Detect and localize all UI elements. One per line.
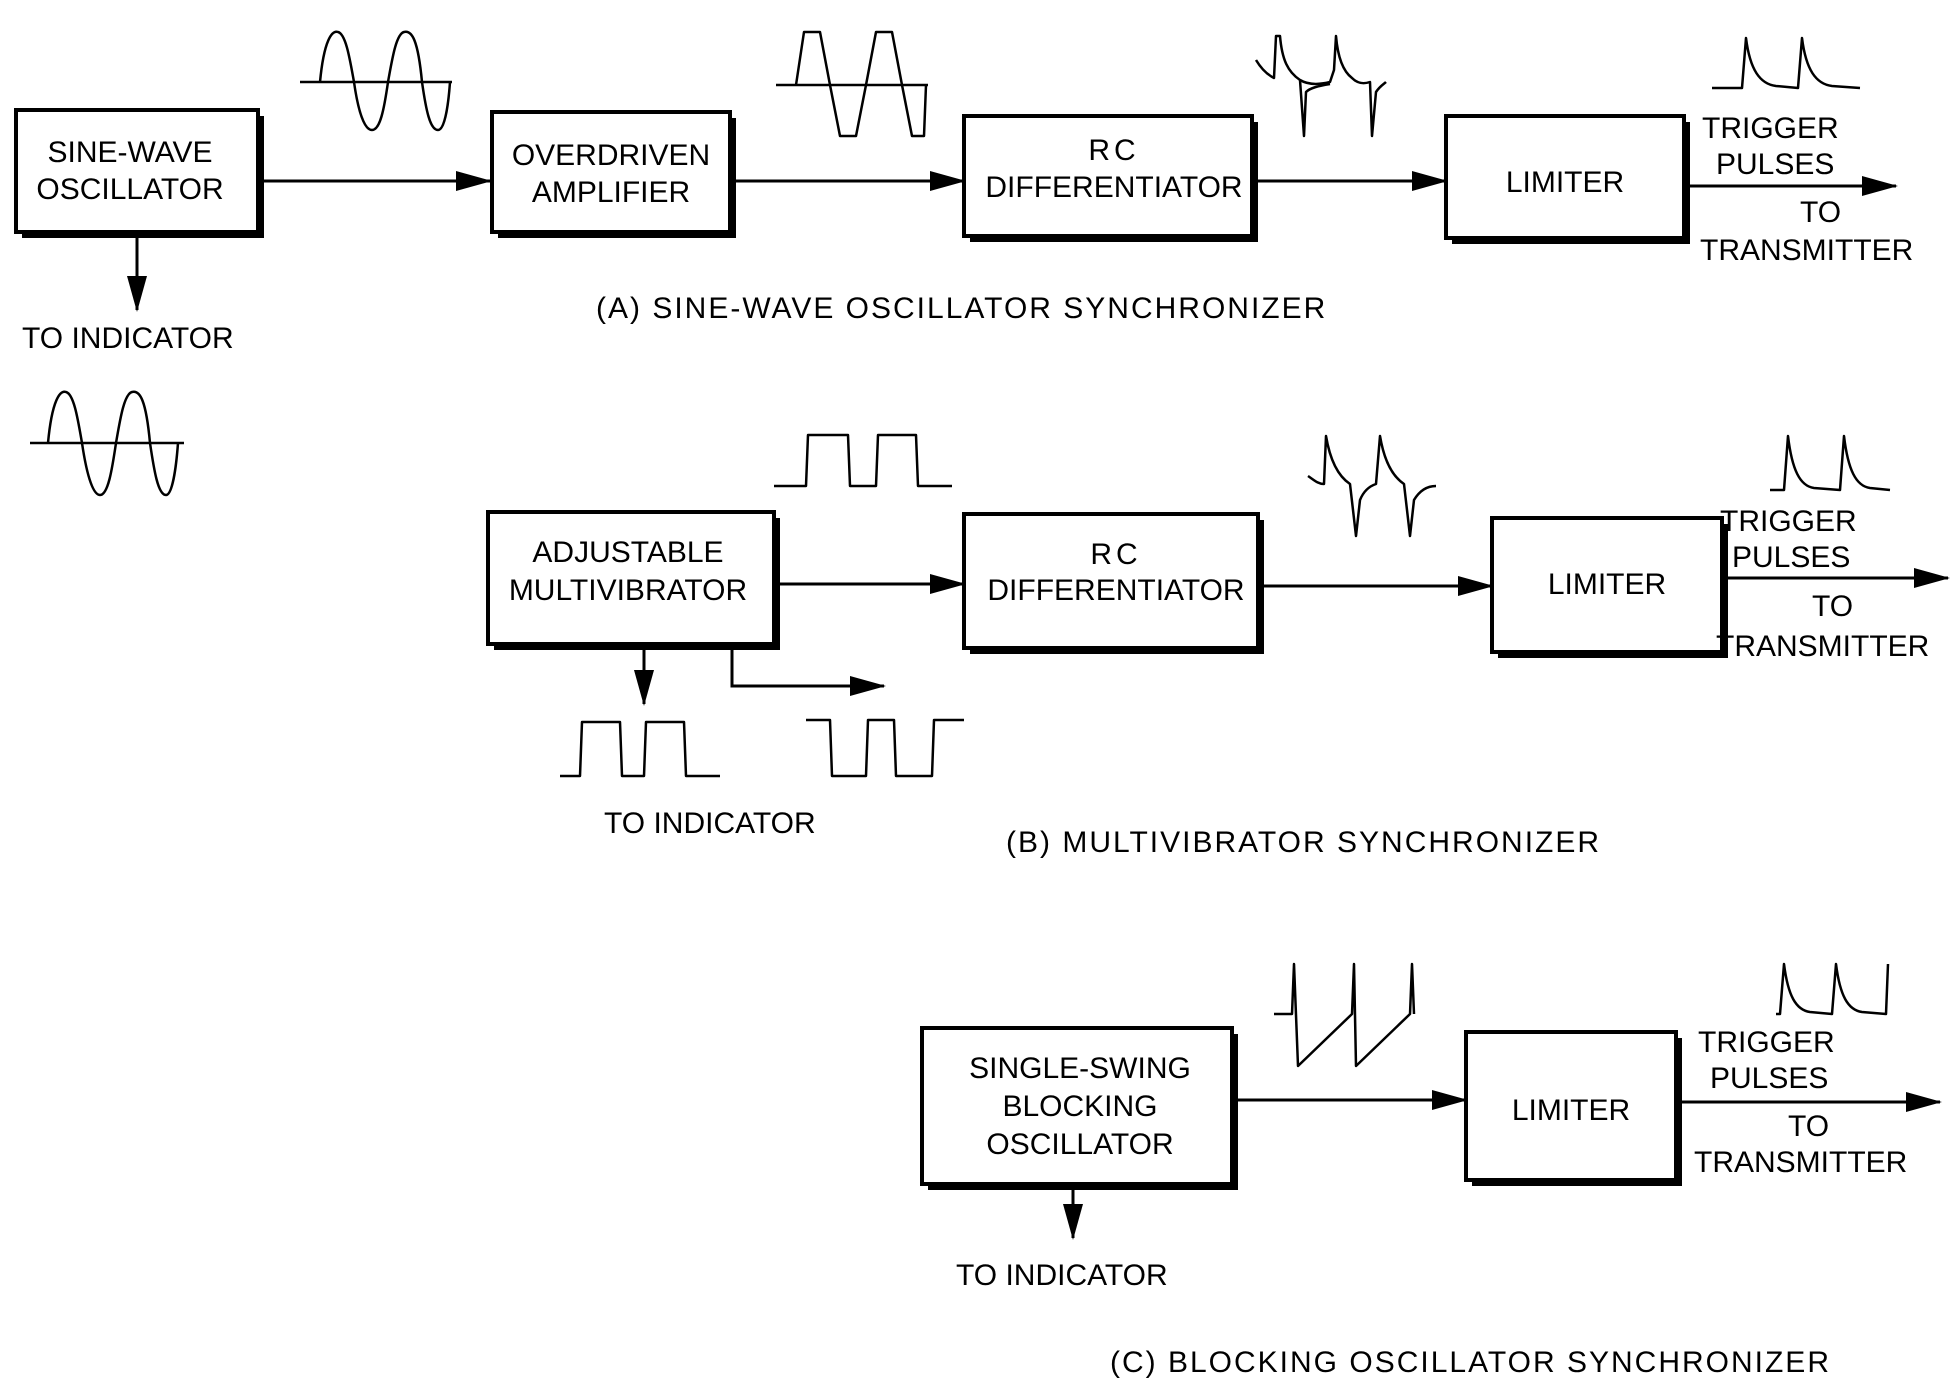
to-label-c: TO — [1788, 1110, 1829, 1143]
adjustable-label: ADJUSTABLE — [532, 536, 723, 569]
limiter-label-a: LIMITER — [1506, 166, 1624, 199]
to-indicator-label-b: TO INDICATOR — [604, 807, 816, 840]
transmitter-label-a: TRANSMITTER — [1700, 234, 1913, 267]
single-swing-label: SINGLE-SWING — [969, 1052, 1191, 1085]
sine-wave-oscillator-block: SINE-WAVE OSCILLATOR — [14, 108, 264, 238]
pulses-label-c: PULSES — [1710, 1062, 1828, 1095]
sawtooth-waveform — [1274, 962, 1416, 1068]
limiter-label-c: LIMITER — [1512, 1094, 1630, 1127]
sine-wave-waveform — [300, 30, 452, 132]
diagram-a: SINE-WAVE OSCILLATOR TO INDICATOR OVERDR… — [14, 30, 1913, 497]
to-indicator-label-c: TO INDICATOR — [956, 1259, 1168, 1292]
rc-label-a: RC — [1088, 134, 1139, 167]
square-wave-output-1 — [560, 720, 720, 778]
limiter-block-c: LIMITER — [1464, 1030, 1682, 1186]
arrow-mv-to-output — [730, 650, 886, 696]
limiter-label-b: LIMITER — [1548, 568, 1666, 601]
limiter-block-a: LIMITER — [1444, 114, 1690, 244]
to-label-b: TO — [1812, 590, 1853, 623]
differentiator-label-b: DIFFERENTIATOR — [987, 574, 1244, 607]
rc-label-b: RC — [1090, 538, 1141, 571]
caption-a: (A) SINE-WAVE OSCILLATOR SYNCHRONIZER — [596, 292, 1327, 325]
trigger-label-a: TRIGGER — [1702, 112, 1839, 145]
to-indicator-label-a: TO INDICATOR — [22, 322, 234, 355]
limiter-block-b: LIMITER — [1490, 516, 1728, 658]
multivibrator-label: MULTIVIBRATOR — [509, 574, 747, 607]
trigger-pulses-waveform-b — [1770, 434, 1891, 492]
clipped-wave-waveform — [776, 30, 928, 138]
blocking-oscillator-block: SINGLE-SWING BLOCKING OSCILLATOR — [920, 1026, 1238, 1190]
blocking-label: BLOCKING — [1002, 1090, 1157, 1123]
caption-c: (C) BLOCKING OSCILLATOR SYNCHRONIZER — [1110, 1346, 1831, 1379]
to-label-a: TO — [1800, 196, 1841, 229]
trigger-label-b: TRIGGER — [1720, 505, 1857, 538]
trigger-label-c: TRIGGER — [1698, 1026, 1835, 1059]
adjustable-multivibrator-block: ADJUSTABLE MULTIVIBRATOR — [486, 510, 780, 650]
sine-wave-indicator-waveform — [30, 390, 184, 497]
differentiated-spikes-waveform — [1254, 34, 1387, 138]
trigger-pulses-waveform-a — [1712, 36, 1861, 90]
overdriven-amplifier-label-2: AMPLIFIER — [532, 176, 690, 209]
transmitter-label-b: TRANSMITTER — [1716, 630, 1929, 663]
diagram-c: SINGLE-SWING BLOCKING OSCILLATOR TO INDI… — [920, 962, 1942, 1379]
overdriven-amplifier-block: OVERDRIVEN AMPLIFIER — [490, 110, 736, 238]
overdriven-amplifier-label-1: OVERDRIVEN — [512, 139, 710, 172]
sine-wave-oscillator-label-1: SINE-WAVE — [47, 136, 212, 169]
caption-b: (B) MULTIVIBRATOR SYNCHRONIZER — [1006, 826, 1601, 859]
trigger-pulses-waveform-c — [1776, 962, 1890, 1016]
transmitter-label-c: TRANSMITTER — [1694, 1146, 1907, 1179]
rc-differentiator-block-a: RC DIFFERENTIATOR — [962, 114, 1258, 242]
square-wave-output-2 — [806, 718, 964, 778]
pulses-label-a: PULSES — [1716, 148, 1834, 181]
rc-differentiator-block-b: RC DIFFERENTIATOR — [962, 512, 1264, 654]
diagram-b: ADJUSTABLE MULTIVIBRATOR TO INDICATOR RC… — [486, 433, 1950, 859]
pulses-label-b: PULSES — [1732, 541, 1850, 574]
sine-wave-oscillator-label-2: OSCILLATOR — [36, 173, 223, 206]
oscillator-label-c: OSCILLATOR — [986, 1128, 1173, 1161]
differentiated-spikes-waveform-b — [1307, 434, 1437, 538]
square-wave-waveform — [774, 433, 952, 488]
differentiator-label-a: DIFFERENTIATOR — [985, 171, 1242, 204]
